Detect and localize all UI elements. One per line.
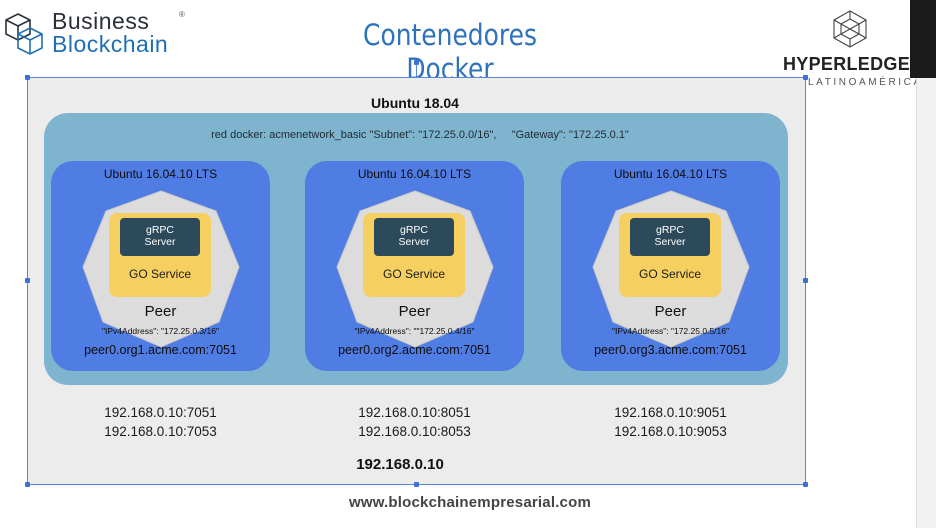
- slide-title: Contenedores Docker: [363, 18, 537, 86]
- footer-website-url: www.blockchainempresarial.com: [349, 494, 591, 511]
- go-service-label: GO Service: [128, 267, 191, 281]
- logo-word-hyperledger: HYPERLEDGER: [783, 54, 924, 74]
- port-mapping-line: 192.168.0.10:9051: [614, 405, 727, 420]
- logo-word-blockchain: Blockchain: [52, 31, 169, 57]
- container-org1: Ubuntu 16.04.10 LTS gRPC Server GO Servi…: [51, 161, 270, 371]
- slide-edge-panel: [916, 78, 936, 528]
- container-os-label: Ubuntu 16.04.10 LTS: [103, 167, 218, 181]
- container-org3: Ubuntu 16.04.10 LTS gRPC Server GO Servi…: [561, 161, 780, 371]
- peer-label: Peer: [144, 303, 177, 320]
- grpc-server-box: gRPC Server: [630, 218, 710, 256]
- peer-hostname: peer0.org1.acme.com:7051: [84, 343, 237, 357]
- business-blockchain-logo: Business ® Blockchain: [2, 6, 212, 58]
- ipv4-address: "IPv4Address": ""172.25.0.4/16": [354, 326, 475, 336]
- port-mapping-line: 192.168.0.10:9053: [614, 424, 727, 439]
- port-mapping-org3: 192.168.0.10:9051 192.168.0.10:9053: [561, 403, 780, 441]
- logo-word-latinoamerica: LATINOAMÉRICA: [808, 77, 923, 88]
- grpc-server-box: gRPC Server: [374, 218, 454, 256]
- peer-label: Peer: [654, 303, 687, 320]
- blockchain-cubes-icon: [5, 13, 43, 55]
- peer-label: Peer: [398, 303, 431, 320]
- container-org2: Ubuntu 16.04.10 LTS gRPC Server GO Servi…: [305, 161, 524, 371]
- host-os-label: Ubuntu 18.04: [371, 95, 459, 111]
- selection-handle[interactable]: [25, 482, 30, 487]
- logo-word-business: Business: [52, 8, 150, 34]
- rotate-handle-stem: [416, 64, 417, 77]
- selection-handle[interactable]: [414, 60, 419, 65]
- selection-handle[interactable]: [25, 278, 30, 283]
- polyhedron-network-icon: [833, 10, 867, 48]
- ipv4-address: "IPv4Address": "172.25.0.3/16": [102, 326, 219, 336]
- port-mapping-org1: 192.168.0.10:7051 192.168.0.10:7053: [51, 403, 270, 441]
- registered-mark: ®: [179, 10, 185, 19]
- port-mapping-line: 192.168.0.10:8051: [358, 405, 471, 420]
- peer-hostname: peer0.org2.acme.com:7051: [338, 343, 491, 357]
- selection-handle[interactable]: [803, 75, 808, 80]
- peer-hostname: peer0.org3.acme.com:7051: [594, 343, 747, 357]
- container-os-label: Ubuntu 16.04.10 LTS: [613, 167, 728, 181]
- host-ip-address: 192.168.0.10: [356, 456, 444, 473]
- hyperledger-latam-logo: HYPERLEDGER LATINOAMÉRICA: [778, 6, 928, 92]
- port-mapping-line: 192.168.0.10:8053: [358, 424, 471, 439]
- port-mapping-org2: 192.168.0.10:8051 192.168.0.10:8053: [305, 403, 524, 441]
- docker-network-label: red docker: acmenetwork_basic "Subnet": …: [211, 129, 629, 141]
- ipv4-address: "IPv4Address": "172.25.0.5/16": [612, 326, 729, 336]
- grpc-server-box: gRPC Server: [120, 218, 200, 256]
- container-os-label: Ubuntu 16.04.10 LTS: [357, 167, 472, 181]
- port-mapping-line: 192.168.0.10:7053: [104, 424, 217, 439]
- selection-handle[interactable]: [803, 482, 808, 487]
- selection-handle[interactable]: [414, 482, 419, 487]
- selection-handle[interactable]: [25, 75, 30, 80]
- port-mapping-line: 192.168.0.10:7051: [104, 405, 217, 420]
- go-service-label: GO Service: [382, 267, 445, 281]
- window-edge-bar: [910, 0, 936, 78]
- selection-handle[interactable]: [803, 278, 808, 283]
- go-service-label: GO Service: [638, 267, 701, 281]
